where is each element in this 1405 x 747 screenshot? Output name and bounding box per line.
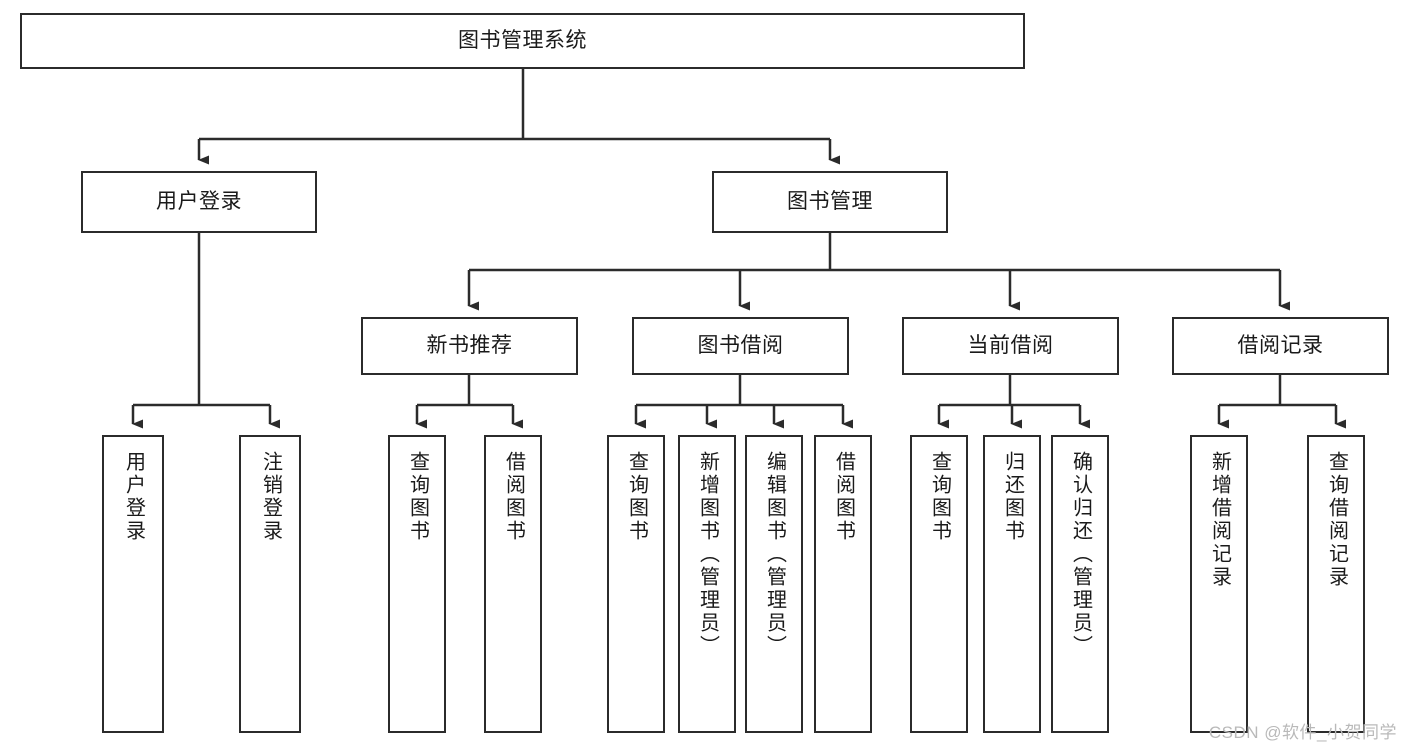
node-label: 查询图书 <box>928 451 951 543</box>
node-user-login[interactable]: 用户登录 <box>81 171 317 233</box>
node-label: 借阅图书 <box>832 451 855 543</box>
node-label: 借阅图书 <box>502 451 525 543</box>
node-label: 图书借阅 <box>697 333 784 357</box>
node-label: 用户登录 <box>122 451 145 543</box>
node-label: 查询借阅记录 <box>1325 451 1348 589</box>
node-label: 图书管理 <box>787 189 873 213</box>
node-leaf-confirm-return[interactable]: 确认归还（管理员） <box>1051 435 1109 733</box>
node-label: 查询图书 <box>406 451 429 543</box>
node-label: 确认归还（管理员） <box>1069 451 1092 658</box>
node-label: 新增图书（管理员） <box>696 451 719 658</box>
node-label: 归还图书 <box>1001 451 1024 543</box>
node-label: 新书推荐 <box>426 333 513 357</box>
node-leaf-query-book-recommend[interactable]: 查询图书 <box>388 435 446 733</box>
watermark-text: CSDN @软件_小贺同学 <box>1208 723 1397 742</box>
node-root[interactable]: 图书管理系统 <box>20 13 1025 69</box>
node-current-borrow[interactable]: 当前借阅 <box>902 317 1119 375</box>
node-leaf-add-borrow-record[interactable]: 新增借阅记录 <box>1190 435 1248 733</box>
node-leaf-logout[interactable]: 注销登录 <box>239 435 301 733</box>
node-label: 当前借阅 <box>967 333 1054 357</box>
node-label: 注销登录 <box>259 451 282 543</box>
node-label: 新增借阅记录 <box>1208 451 1231 589</box>
node-borrow-record[interactable]: 借阅记录 <box>1172 317 1389 375</box>
node-label: 用户登录 <box>156 189 242 213</box>
node-new-book-recommend[interactable]: 新书推荐 <box>361 317 578 375</box>
node-leaf-query-book-borrow[interactable]: 查询图书 <box>607 435 665 733</box>
node-book-borrow[interactable]: 图书借阅 <box>632 317 849 375</box>
node-leaf-query-book-current[interactable]: 查询图书 <box>910 435 968 733</box>
node-label: 借阅记录 <box>1237 333 1324 357</box>
node-leaf-query-borrow-record[interactable]: 查询借阅记录 <box>1307 435 1365 733</box>
node-label: 编辑图书（管理员） <box>763 451 786 658</box>
node-label: 图书管理系统 <box>458 28 587 52</box>
node-leaf-add-book[interactable]: 新增图书（管理员） <box>678 435 736 733</box>
node-leaf-borrow-book-recommend[interactable]: 借阅图书 <box>484 435 542 733</box>
node-leaf-return-book[interactable]: 归还图书 <box>983 435 1041 733</box>
node-label: 查询图书 <box>625 451 648 543</box>
node-leaf-borrow-book[interactable]: 借阅图书 <box>814 435 872 733</box>
node-book-management[interactable]: 图书管理 <box>712 171 948 233</box>
node-leaf-edit-book[interactable]: 编辑图书（管理员） <box>745 435 803 733</box>
node-leaf-user-login[interactable]: 用户登录 <box>102 435 164 733</box>
